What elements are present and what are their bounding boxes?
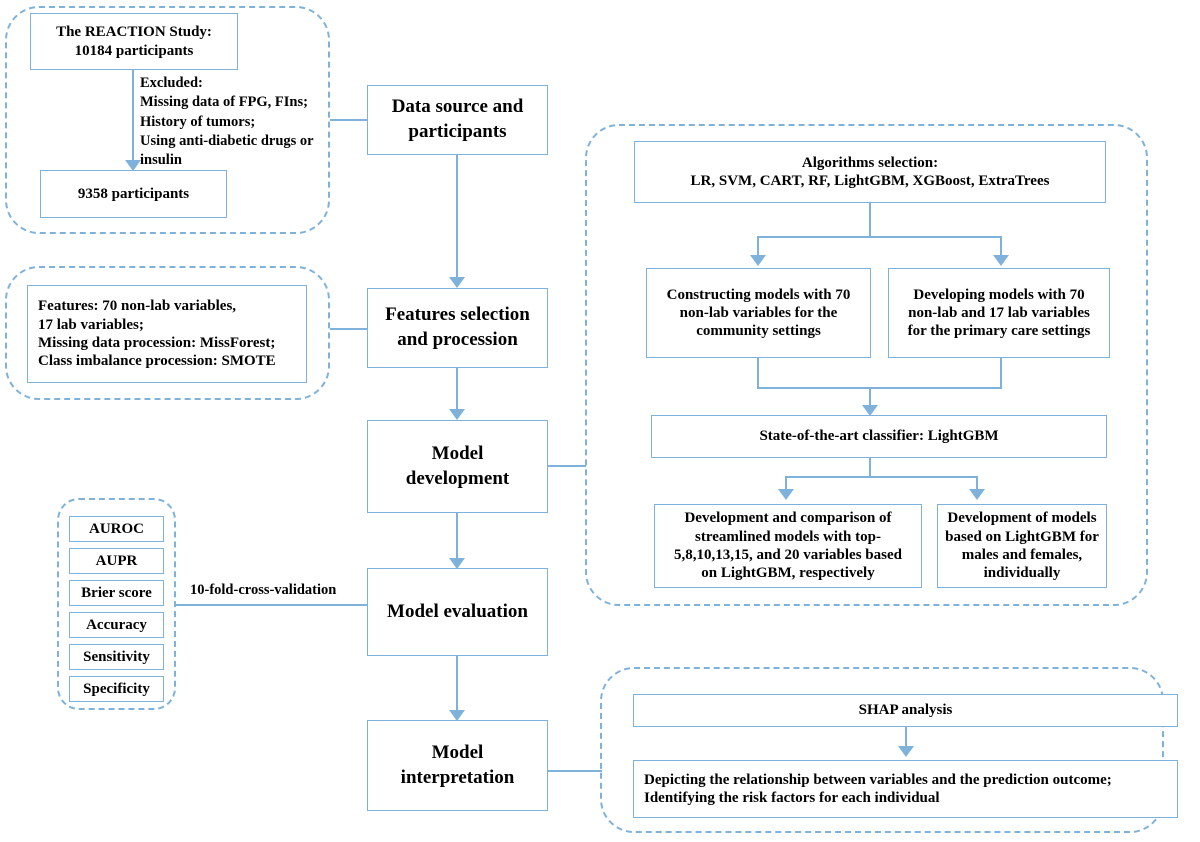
box-algorithms-selection: Algorithms selection: LR, SVM, CART, RF,… bbox=[634, 141, 1106, 203]
group-metrics bbox=[57, 498, 176, 710]
stage-model-interpretation: Model interpretation bbox=[367, 720, 548, 811]
box-shap-analysis: SHAP analysis bbox=[633, 694, 1178, 727]
connector-merge-to-classifier bbox=[757, 387, 1002, 390]
arrow-shap-down bbox=[898, 746, 914, 757]
metric-specificity: Specificity bbox=[69, 676, 164, 702]
connector-metrics-to-evaluation bbox=[176, 604, 367, 607]
connector-classifier-drop bbox=[869, 458, 872, 477]
box-features-detail: Features: 70 non-lab variables, 17 lab v… bbox=[27, 285, 307, 383]
connector-stage4-to-stage5 bbox=[456, 656, 459, 714]
stage-features-selection: Features selection and procession bbox=[367, 288, 548, 368]
connector-stage2-to-stage3 bbox=[456, 368, 459, 413]
arrow-to-community bbox=[750, 255, 766, 266]
metric-auroc: AUROC bbox=[69, 516, 164, 542]
connector-classifier-split bbox=[785, 476, 978, 479]
connector-primary-care-down bbox=[1000, 358, 1003, 388]
group-model-development bbox=[585, 124, 1148, 606]
metric-sensitivity: Sensitivity bbox=[69, 644, 164, 670]
box-sex-specific-models: Development of models based on LightGBM … bbox=[937, 504, 1107, 588]
connector-streamlined-drop bbox=[785, 476, 788, 492]
arrow-to-primary-care bbox=[993, 255, 1009, 266]
connector-stage5-to-interpretation bbox=[548, 770, 602, 773]
box-streamlined-models: Development and comparison of streamline… bbox=[654, 504, 922, 588]
connector-stage3-to-stage4 bbox=[456, 513, 459, 562]
arrow-to-classifier bbox=[862, 405, 878, 416]
connector-classifier-stem bbox=[869, 387, 872, 408]
arrow-stage2-down bbox=[449, 409, 465, 420]
connector-algorithms-split bbox=[757, 236, 1002, 239]
stage-model-evaluation: Model evaluation bbox=[367, 568, 548, 656]
metric-accuracy: Accuracy bbox=[69, 612, 164, 638]
box-interpretation-outcome: Depicting the relationship between varia… bbox=[633, 760, 1178, 818]
connector-community-down bbox=[757, 358, 760, 388]
box-classifier-lightgbm: State-of-the-art classifier: LightGBM bbox=[651, 415, 1107, 458]
label-cross-validation: 10-fold-cross-validation bbox=[188, 582, 339, 599]
arrow-stage1-down bbox=[449, 277, 465, 288]
group-features bbox=[5, 266, 330, 400]
connector-stage1-to-stage2 bbox=[456, 155, 459, 281]
connector-sex-specific-drop bbox=[976, 476, 979, 492]
text-exclusion-criteria: Excluded: Missing data of FPG, FIns; His… bbox=[140, 75, 314, 169]
group-data-source bbox=[5, 6, 330, 234]
box-community-models: Constructing models with 70 non-lab vari… bbox=[646, 268, 871, 358]
box-initial-cohort: The REACTION Study: 10184 participants bbox=[30, 13, 238, 70]
connector-algorithms-right-drop bbox=[1000, 236, 1003, 259]
group-model-interpretation bbox=[600, 667, 1164, 833]
metric-aupr: AUPR bbox=[69, 548, 164, 574]
arrow-to-sex-specific bbox=[969, 489, 985, 500]
stage-data-source: Data source and participants bbox=[367, 85, 548, 155]
arrow-cohort-down bbox=[125, 160, 141, 171]
connector-features-to-stage bbox=[330, 328, 368, 331]
box-final-cohort: 9358 participants bbox=[40, 170, 227, 218]
box-primary-care-models: Developing models with 70 non-lab and 17… bbox=[888, 268, 1110, 358]
connector-shap-down bbox=[905, 727, 908, 750]
connector-algorithms-stem bbox=[869, 203, 872, 237]
stage-model-development: Model development bbox=[367, 420, 548, 513]
metric-brier-score: Brier score bbox=[69, 580, 164, 606]
arrow-to-streamlined bbox=[778, 489, 794, 500]
connector-stage3-to-group bbox=[548, 465, 586, 468]
connector-datasource-to-stage bbox=[330, 119, 368, 122]
connector-cohort-vertical bbox=[132, 70, 135, 164]
arrow-stage3-down bbox=[449, 558, 465, 569]
arrow-stage4-down bbox=[449, 710, 465, 721]
connector-algorithms-left-drop bbox=[757, 236, 760, 259]
